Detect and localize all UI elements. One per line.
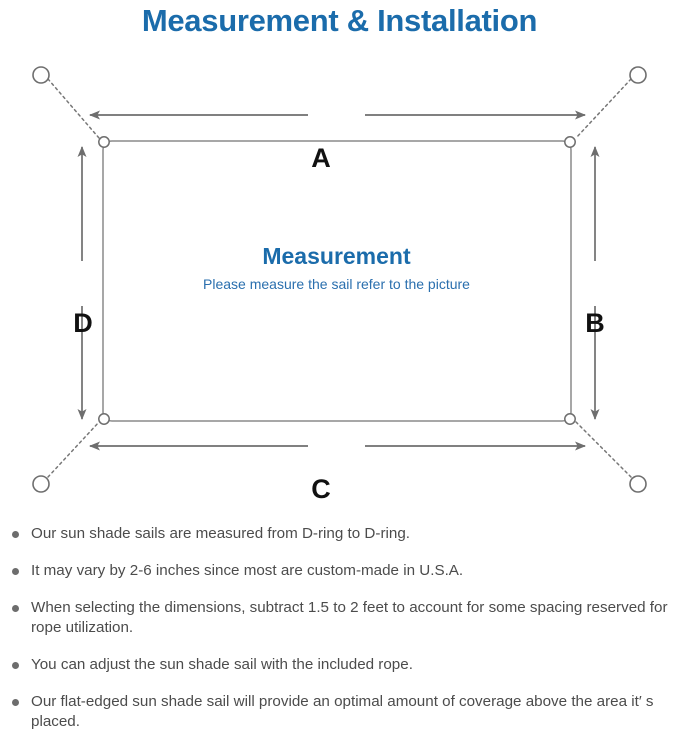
note-item: You can adjust the sun shade sail with t… <box>0 655 679 675</box>
d-ring-top-right-icon <box>564 136 576 148</box>
d-rings <box>98 136 576 425</box>
note-text: Our flat-edged sun shade sail will provi… <box>31 693 654 730</box>
note-item: Our sun shade sails are measured from D-… <box>0 524 679 544</box>
note-text: Our sun shade sails are measured from D-… <box>31 525 410 542</box>
bullet-icon <box>12 531 19 538</box>
dimension-label-d: D <box>73 308 93 338</box>
sail-rectangle <box>102 140 572 422</box>
note-item: Our flat-edged sun shade sail will provi… <box>0 692 679 732</box>
dimension-arrows <box>77 110 600 451</box>
rope-line-top-right <box>575 78 632 139</box>
d-ring-bottom-left-icon <box>98 413 110 425</box>
diagram-svg <box>32 66 647 493</box>
rope-line-bottom-left <box>47 421 100 478</box>
rope-line-bottom-right <box>575 421 632 478</box>
bullet-icon <box>12 568 19 575</box>
dimension-label-b: B <box>585 308 605 338</box>
d-ring-bottom-right-icon <box>564 413 576 425</box>
sail-measurement-diagram: Measurement Please measure the sail refe… <box>0 46 679 516</box>
anchor-points <box>32 66 647 493</box>
anchor-top-right-icon <box>629 66 647 84</box>
notes-list: Our sun shade sails are measured from D-… <box>0 524 679 732</box>
note-text: When selecting the dimensions, subtract … <box>31 599 668 636</box>
note-text: It may vary by 2-6 inches since most are… <box>31 562 464 579</box>
d-ring-top-left-icon <box>98 136 110 148</box>
rope-lines <box>47 78 632 478</box>
note-item: It may vary by 2-6 inches since most are… <box>0 561 679 581</box>
bullet-icon <box>12 699 19 706</box>
note-item: When selecting the dimensions, subtract … <box>0 598 679 638</box>
dimension-label-c: C <box>311 474 331 504</box>
anchor-bottom-right-icon <box>629 475 647 493</box>
page-title: Measurement & Installation <box>141 3 538 38</box>
anchor-bottom-left-icon <box>32 475 50 493</box>
rope-line-top-left <box>47 78 100 139</box>
bullet-icon <box>12 605 19 612</box>
anchor-top-left-icon <box>32 66 50 84</box>
bullet-icon <box>12 662 19 669</box>
note-text: You can adjust the sun shade sail with t… <box>31 656 413 673</box>
dimension-label-a: A <box>311 143 331 173</box>
